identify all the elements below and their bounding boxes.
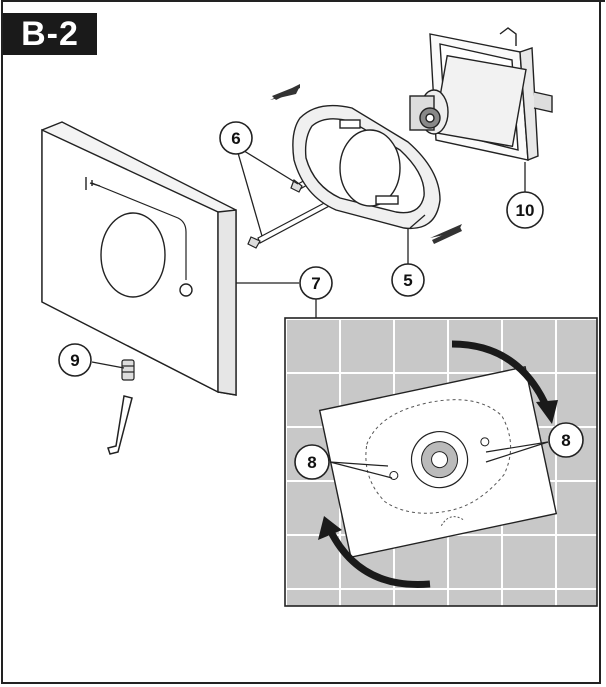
handle-screw-hole — [179, 283, 193, 297]
trim-plate — [41, 121, 237, 396]
callout-6: 6 — [219, 121, 253, 155]
svg-text:8: 8 — [307, 453, 316, 472]
inset-cover-plate — [318, 365, 558, 559]
svg-text:8: 8 — [561, 431, 570, 450]
trim-center-hole — [100, 212, 166, 298]
svg-text:5: 5 — [403, 271, 412, 290]
callout-7: 7 — [299, 266, 333, 300]
callout-10: 10 — [506, 191, 544, 229]
svg-text:10: 10 — [516, 201, 535, 220]
callout-8-right: 8 — [548, 422, 584, 458]
callout-9: 9 — [58, 343, 92, 377]
svg-text:6: 6 — [231, 129, 240, 148]
leader-lines — [91, 145, 526, 369]
frame-top-border — [1, 0, 605, 2]
valve-body — [409, 27, 553, 162]
allen-key — [107, 395, 133, 455]
set-screw — [121, 359, 135, 381]
direction-arrows — [270, 84, 462, 244]
seal-plate — [292, 104, 441, 230]
callout-5: 5 — [391, 263, 425, 297]
step-label: B-2 — [3, 13, 97, 55]
svg-text:9: 9 — [70, 351, 79, 370]
callout-8-left: 8 — [294, 444, 330, 480]
tile-inset — [284, 317, 598, 607]
svg-text:7: 7 — [311, 274, 320, 293]
